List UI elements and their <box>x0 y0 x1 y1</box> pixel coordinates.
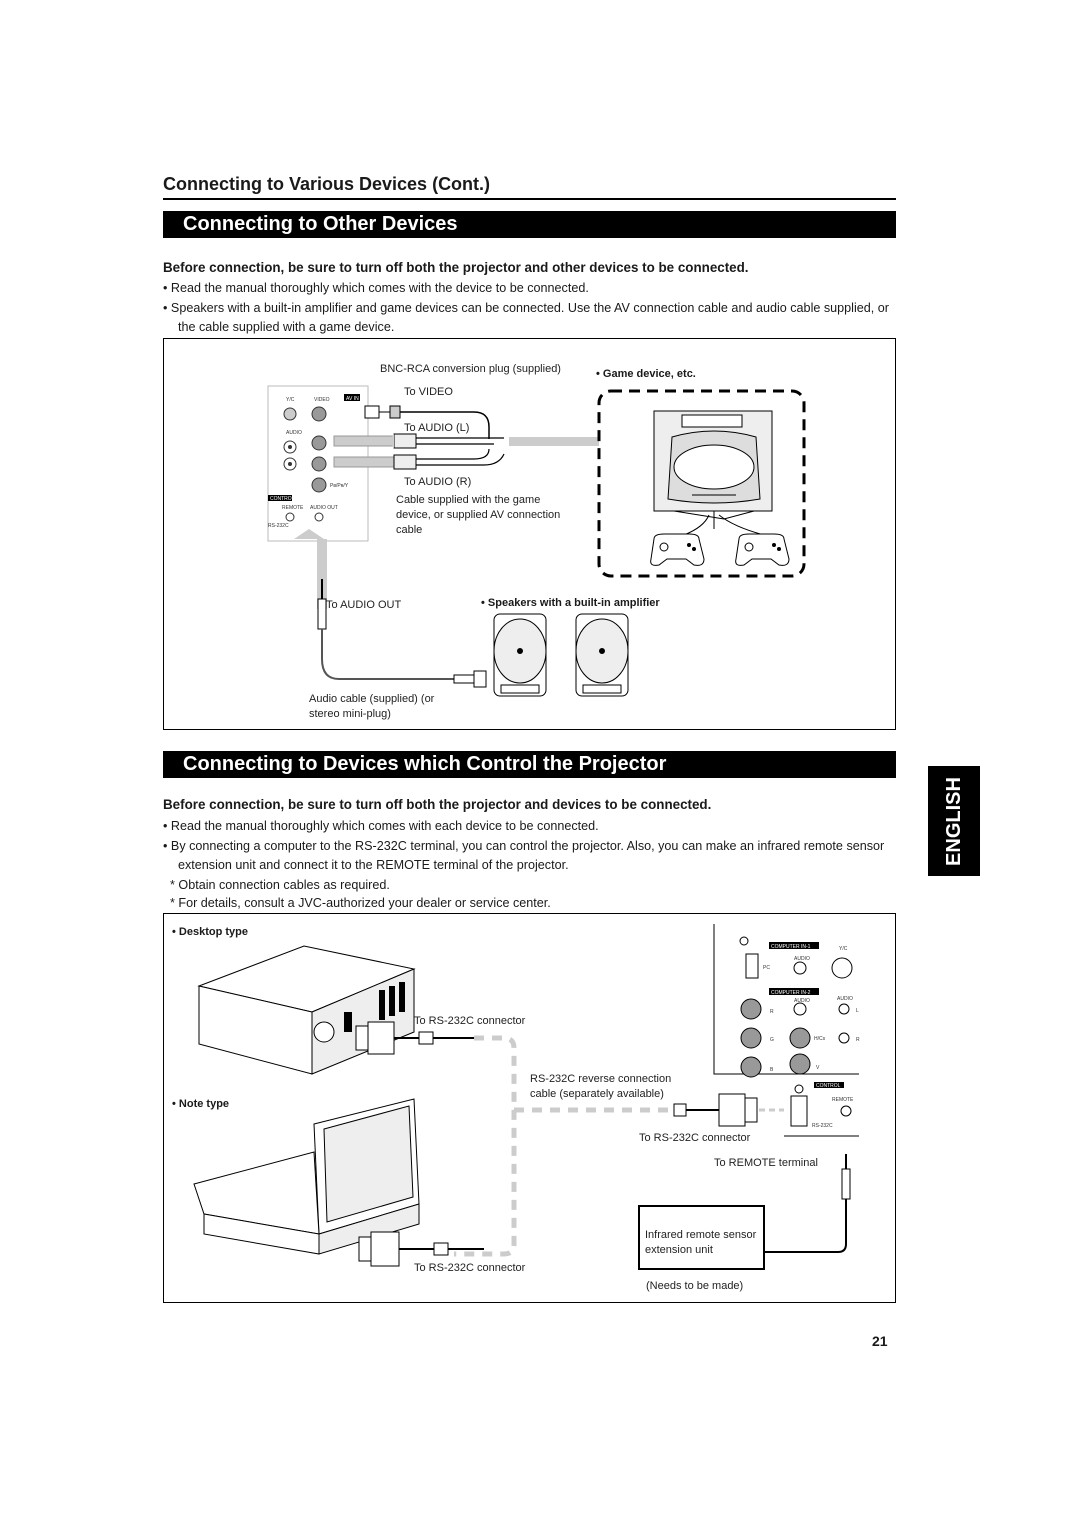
label-to-audio-out: To AUDIO OUT <box>326 599 402 611</box>
panel-label-audio2: AUDIO <box>794 956 810 962</box>
panel-label-b: B <box>770 1067 774 1073</box>
panel-label-g: G <box>770 1037 774 1043</box>
projector-control-panel: COMPUTER IN-1 Y/C AUDIO PC COMPUTER IN-2… <box>713 924 860 1137</box>
label-to-rs232c-desktop: To RS-232C connector <box>414 1015 526 1027</box>
label-reverse-cable: RS-232C reverse connection cable (separa… <box>530 1073 672 1100</box>
connection-diagram-1: Y/C VIDEO AV IN AUDIO Pʙ/Pʀ/Y CONTROL RE… <box>267 385 806 697</box>
label-to-audio-l: To AUDIO (L) <box>404 422 470 434</box>
panel-label-r: R <box>770 1009 774 1015</box>
panel-label-l: L <box>856 1008 859 1014</box>
label-to-audio-r: To AUDIO (R) <box>404 476 472 488</box>
section1-bullet-1: • Read the manual thoroughly which comes… <box>163 281 589 295</box>
panel-label-rs232c2: RS-232C <box>812 1123 833 1129</box>
panel-label-video: VIDEO <box>314 397 330 403</box>
section1-lead: Before connection, be sure to turn off b… <box>163 260 749 275</box>
up-arrow-icon <box>294 529 324 539</box>
reverse-connection-cable <box>514 1093 784 1127</box>
desktop-computer-icon <box>197 945 416 1075</box>
label-needs-to-be-made: (Needs to be made) <box>646 1280 744 1292</box>
section2-bullet-1: • Read the manual thoroughly which comes… <box>163 819 599 833</box>
panel-label-yc: Y/C <box>286 397 295 403</box>
label-to-rs232c-projector: To RS-232C connector <box>639 1132 751 1144</box>
game-console-icon <box>653 410 773 536</box>
panel-label-av-in: AV IN <box>346 396 359 402</box>
section2-note-2: * For details, consult a JVC-authorized … <box>170 896 551 910</box>
panel-label-rs232c: RS-232C <box>268 523 289 529</box>
subtitle-rule <box>163 198 896 200</box>
panel-label-audio3: AUDIO <box>794 998 810 1004</box>
label-to-remote: To REMOTE terminal <box>714 1157 818 1169</box>
speaker-left-icon <box>493 613 547 697</box>
label-speakers: • Speakers with a built-in amplifier <box>481 597 660 609</box>
panel-label-remote2: REMOTE <box>832 1097 854 1103</box>
page-number: 21 <box>872 1333 888 1349</box>
label-game-device: • Game device, etc. <box>596 368 696 380</box>
remote-plug-cable <box>764 1154 851 1253</box>
section2-bullet-2: • By connecting a computer to the RS-232… <box>163 839 885 872</box>
connection-diagram-2: COMPUTER IN-1 Y/C AUDIO PC COMPUTER IN-2… <box>193 924 860 1270</box>
panel-label-r2: R <box>856 1037 860 1043</box>
game-device-frame <box>597 389 806 578</box>
label-to-rs232c-laptop: To RS-232C connector <box>414 1262 526 1274</box>
label-infrared-unit: Infrared remote sensor extension unit <box>645 1229 757 1256</box>
label-desktop-type: • Desktop type <box>172 926 248 938</box>
panel-label-pbpr: Pʙ/Pʀ/Y <box>330 483 349 489</box>
gamepad-left-icon <box>650 533 705 566</box>
panel-label-computer-in1: COMPUTER IN-1 <box>771 944 811 950</box>
label-audio-cable: Audio cable (supplied) (or stereo mini-p… <box>309 693 435 720</box>
section-title-other-devices: Connecting to Other Devices <box>163 211 896 238</box>
desktop-serial-cable <box>355 1021 517 1257</box>
infrared-unit-box <box>638 1205 765 1270</box>
section2-note-1: * Obtain connection cables as required. <box>170 878 390 892</box>
section-title-control-devices: Connecting to Devices which Control the … <box>163 751 896 778</box>
language-tab: ENGLISH <box>928 766 980 876</box>
panel-label-pc: PC <box>763 965 770 971</box>
label-cable-note: Cable supplied with the game device, or … <box>396 494 561 536</box>
label-note-type: • Note type <box>172 1098 230 1110</box>
panel-label-v: V <box>816 1065 820 1071</box>
panel-label-h: H/Cs <box>814 1036 826 1042</box>
label-to-video: To VIDEO <box>404 386 453 398</box>
page-subtitle: Connecting to Various Devices (Cont.) <box>163 174 491 194</box>
diagram-control-devices: COMPUTER IN-1 Y/C AUDIO PC COMPUTER IN-2… <box>163 913 896 1303</box>
panel-label-control: CONTROL <box>270 496 295 502</box>
gamepad-right-icon <box>735 533 790 566</box>
panel-label-control2: CONTROL <box>816 1083 841 1089</box>
panel-label-computer-in2: COMPUTER IN-2 <box>771 990 811 996</box>
panel-label-audio4: AUDIO <box>837 996 853 1002</box>
panel-label-audio-out: AUDIO OUT <box>310 505 338 511</box>
label-bnc-plug: BNC-RCA conversion plug (supplied) <box>380 363 561 375</box>
audio-cable <box>317 579 504 688</box>
panel-label-remote: REMOTE <box>282 505 304 511</box>
laptop-serial-cable <box>358 1231 484 1267</box>
panel-label-yc2: Y/C <box>839 946 848 952</box>
diagram-other-devices: Y/C VIDEO AV IN AUDIO Pʙ/Pʀ/Y CONTROL RE… <box>163 338 896 730</box>
section2-lead: Before connection, be sure to turn off b… <box>163 797 712 812</box>
section1-bullet-2: • Speakers with a built-in amplifier and… <box>163 301 889 334</box>
laptop-icon <box>193 1098 420 1255</box>
panel-label-audio: AUDIO <box>286 430 302 436</box>
speaker-right-icon <box>575 613 629 697</box>
av-cable <box>333 405 599 470</box>
